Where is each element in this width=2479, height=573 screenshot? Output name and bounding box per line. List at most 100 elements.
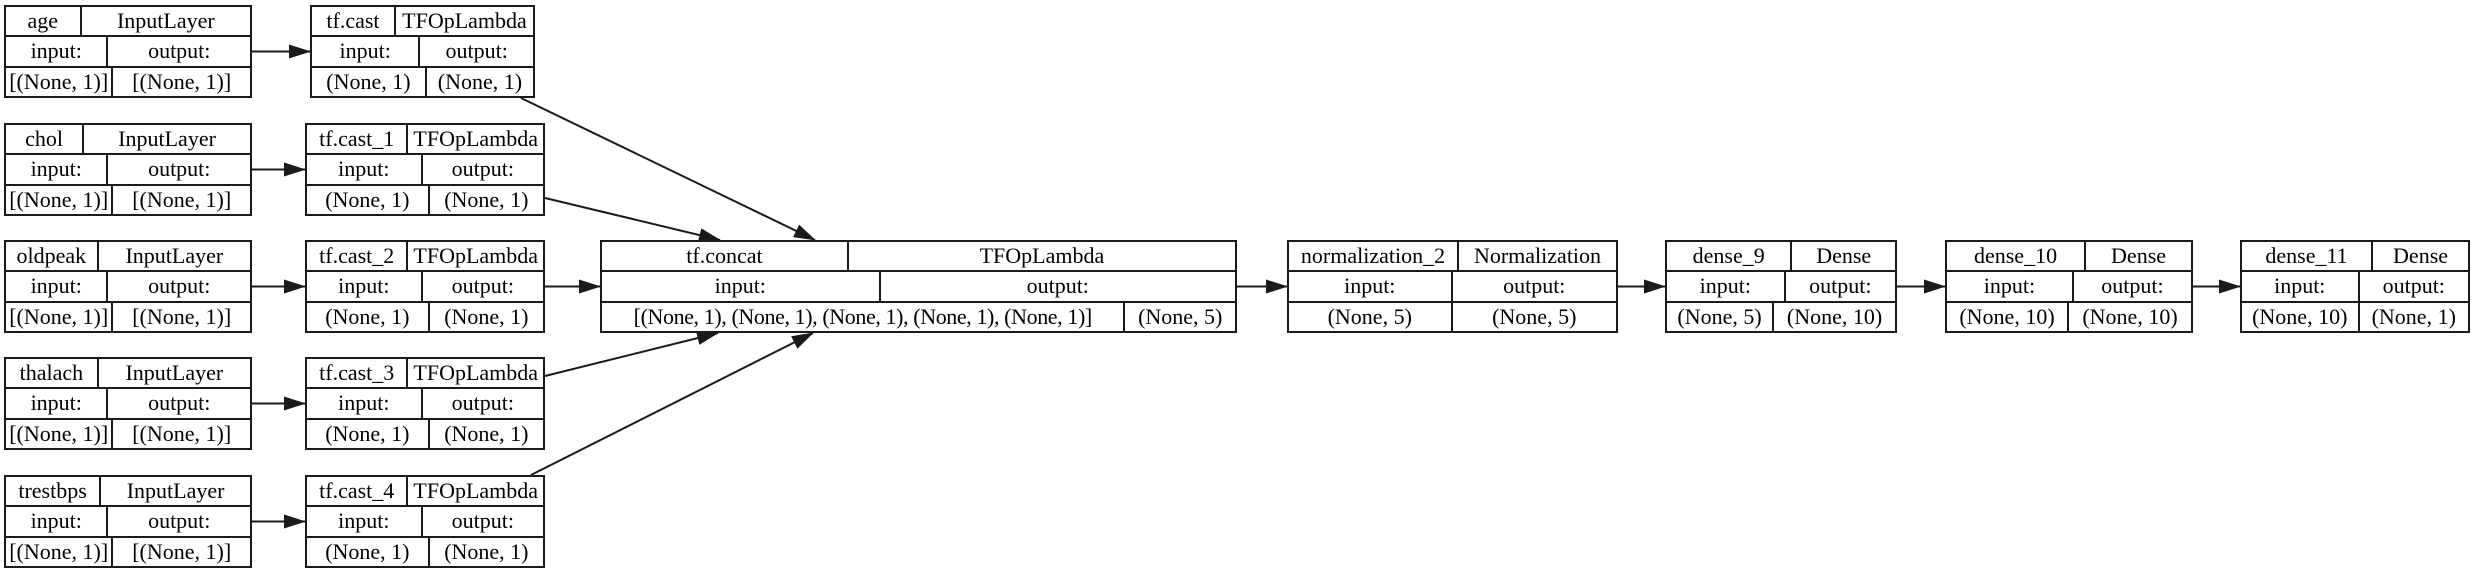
layer-name: dense_9 [1667,242,1793,271]
node-dense-9: dense_9 Dense input: output: (None, 5) (… [1665,240,1897,333]
output-label: output: [1026,273,1089,299]
output-shape: (None, 1) [444,303,529,329]
output-label: output: [148,390,211,416]
input-label: input: [1667,272,1786,301]
node-normalization-2: normalization_2 Normalization input: out… [1287,240,1618,333]
layer-class: InputLayer [126,478,225,504]
input-label: input: [2242,272,2360,301]
output-label: output: [1503,273,1566,299]
input-label: input: [6,272,109,301]
input-label: input: [1947,272,2074,301]
input-label: input: [6,507,109,536]
node-tf-concat: tf.concat TFOpLambda input: output: [(No… [600,240,1237,333]
output-shape: (None, 5) [1138,303,1223,329]
edge-tf-cast-to-tf-concat [520,97,816,241]
input-label: input: [602,272,881,301]
node-dense-10: dense_10 Dense input: output: (None, 10)… [1945,240,2193,333]
layer-name: tf.cast_4 [307,477,409,506]
layer-class: TFOpLambda [413,478,539,504]
output-shape: (None, 5) [1492,303,1577,329]
layer-name: tf.concat [602,242,849,271]
layer-class: InputLayer [116,8,215,34]
edge-tf-cast-4-to-tf-concat [530,332,814,476]
input-shape: (None, 10) [1947,302,2069,331]
layer-class: InputLayer [118,126,216,152]
layer-class: InputLayer [125,243,224,269]
output-shape: (None, 1) [444,186,529,212]
input-shape: (None, 1) [307,537,430,566]
input-label: input: [307,272,423,301]
node-tf-cast-4: tf.cast_4 TFOpLambda input: output: (Non… [305,475,545,568]
node-chol: chol InputLayer input: output: [(None, 1… [4,123,252,216]
node-dense-11: dense_11 Dense input: output: (None, 10)… [2240,240,2470,333]
node-trestbps: trestbps InputLayer input: output: [(Non… [4,475,252,568]
layer-name: dense_11 [2242,242,2374,271]
edge-tf-cast-1-to-tf-concat [544,197,721,242]
layer-name: tf.cast_1 [307,125,409,154]
output-label: output: [148,38,211,64]
output-shape: (None, 1) [444,538,529,564]
node-tf-cast-2: tf.cast_2 TFOpLambda input: output: (Non… [305,240,545,333]
layer-class: InputLayer [125,360,224,386]
output-label: output: [2101,273,2164,299]
output-label: output: [148,508,211,534]
layer-name: tf.cast [312,7,396,36]
input-shape: [(None, 1)] [6,67,114,96]
output-label: output: [2382,273,2445,299]
layer-class: TFOpLambda [402,8,527,34]
layer-name: thalach [6,359,99,388]
input-label: input: [307,155,423,184]
input-label: input: [6,155,109,184]
layer-class: TFOpLambda [979,243,1105,269]
output-shape: (None, 1) [444,420,529,446]
node-tf-cast-1: tf.cast_1 TFOpLambda input: output: (Non… [305,123,545,216]
layer-name: trestbps [6,477,102,506]
output-shape: [(None, 1)] [132,68,232,94]
input-label: input: [307,507,423,536]
layer-class: Dense [2111,243,2167,269]
layer-class: Dense [2393,243,2449,269]
output-label: output: [451,156,514,182]
output-shape: (None, 10) [2082,303,2178,329]
layer-class: Normalization [1473,243,1602,269]
input-shape: (None, 5) [1667,302,1775,331]
input-shape: (None, 1) [312,67,427,96]
input-shape: [(None, 1), (None, 1), (None, 1), (None,… [602,302,1126,331]
input-shape: (None, 1) [307,302,430,331]
layer-class: TFOpLambda [413,360,539,386]
input-shape: [(None, 1)] [6,302,114,331]
input-shape: (None, 1) [307,419,430,448]
layer-name: tf.cast_3 [307,359,409,388]
layer-name: age [6,7,82,36]
output-label: output: [148,156,211,182]
node-tf-cast-3: tf.cast_3 TFOpLambda input: output: (Non… [305,357,545,450]
layer-name: chol [6,125,85,154]
output-shape: [(None, 1)] [132,420,232,446]
input-label: input: [307,389,423,418]
layer-name: dense_10 [1947,242,2087,271]
input-shape: [(None, 1)] [6,185,114,214]
output-label: output: [148,273,211,299]
node-age: age InputLayer input: output: [(None, 1)… [4,5,252,98]
input-label: input: [1289,272,1453,301]
output-shape: (None, 1) [437,68,523,94]
layer-class: TFOpLambda [413,126,539,152]
input-shape: (None, 5) [1289,302,1453,331]
node-thalach: thalach InputLayer input: output: [(None… [4,357,252,450]
input-shape: (None, 10) [2242,302,2360,331]
input-label: input: [6,37,109,66]
output-label: output: [451,508,514,534]
layer-name: normalization_2 [1289,242,1460,271]
output-shape: (None, 1) [2371,303,2456,329]
output-shape: [(None, 1)] [132,303,232,329]
edge-tf-cast-3-to-tf-concat [544,331,719,377]
layer-class: TFOpLambda [413,243,539,269]
output-label: output: [451,390,514,416]
layer-name: tf.cast_2 [307,242,409,271]
node-tf-cast: tf.cast TFOpLambda input: output: (None,… [310,5,535,98]
output-shape: (None, 10) [1786,303,1883,329]
output-shape: [(None, 1)] [132,186,232,212]
input-label: input: [312,37,421,66]
